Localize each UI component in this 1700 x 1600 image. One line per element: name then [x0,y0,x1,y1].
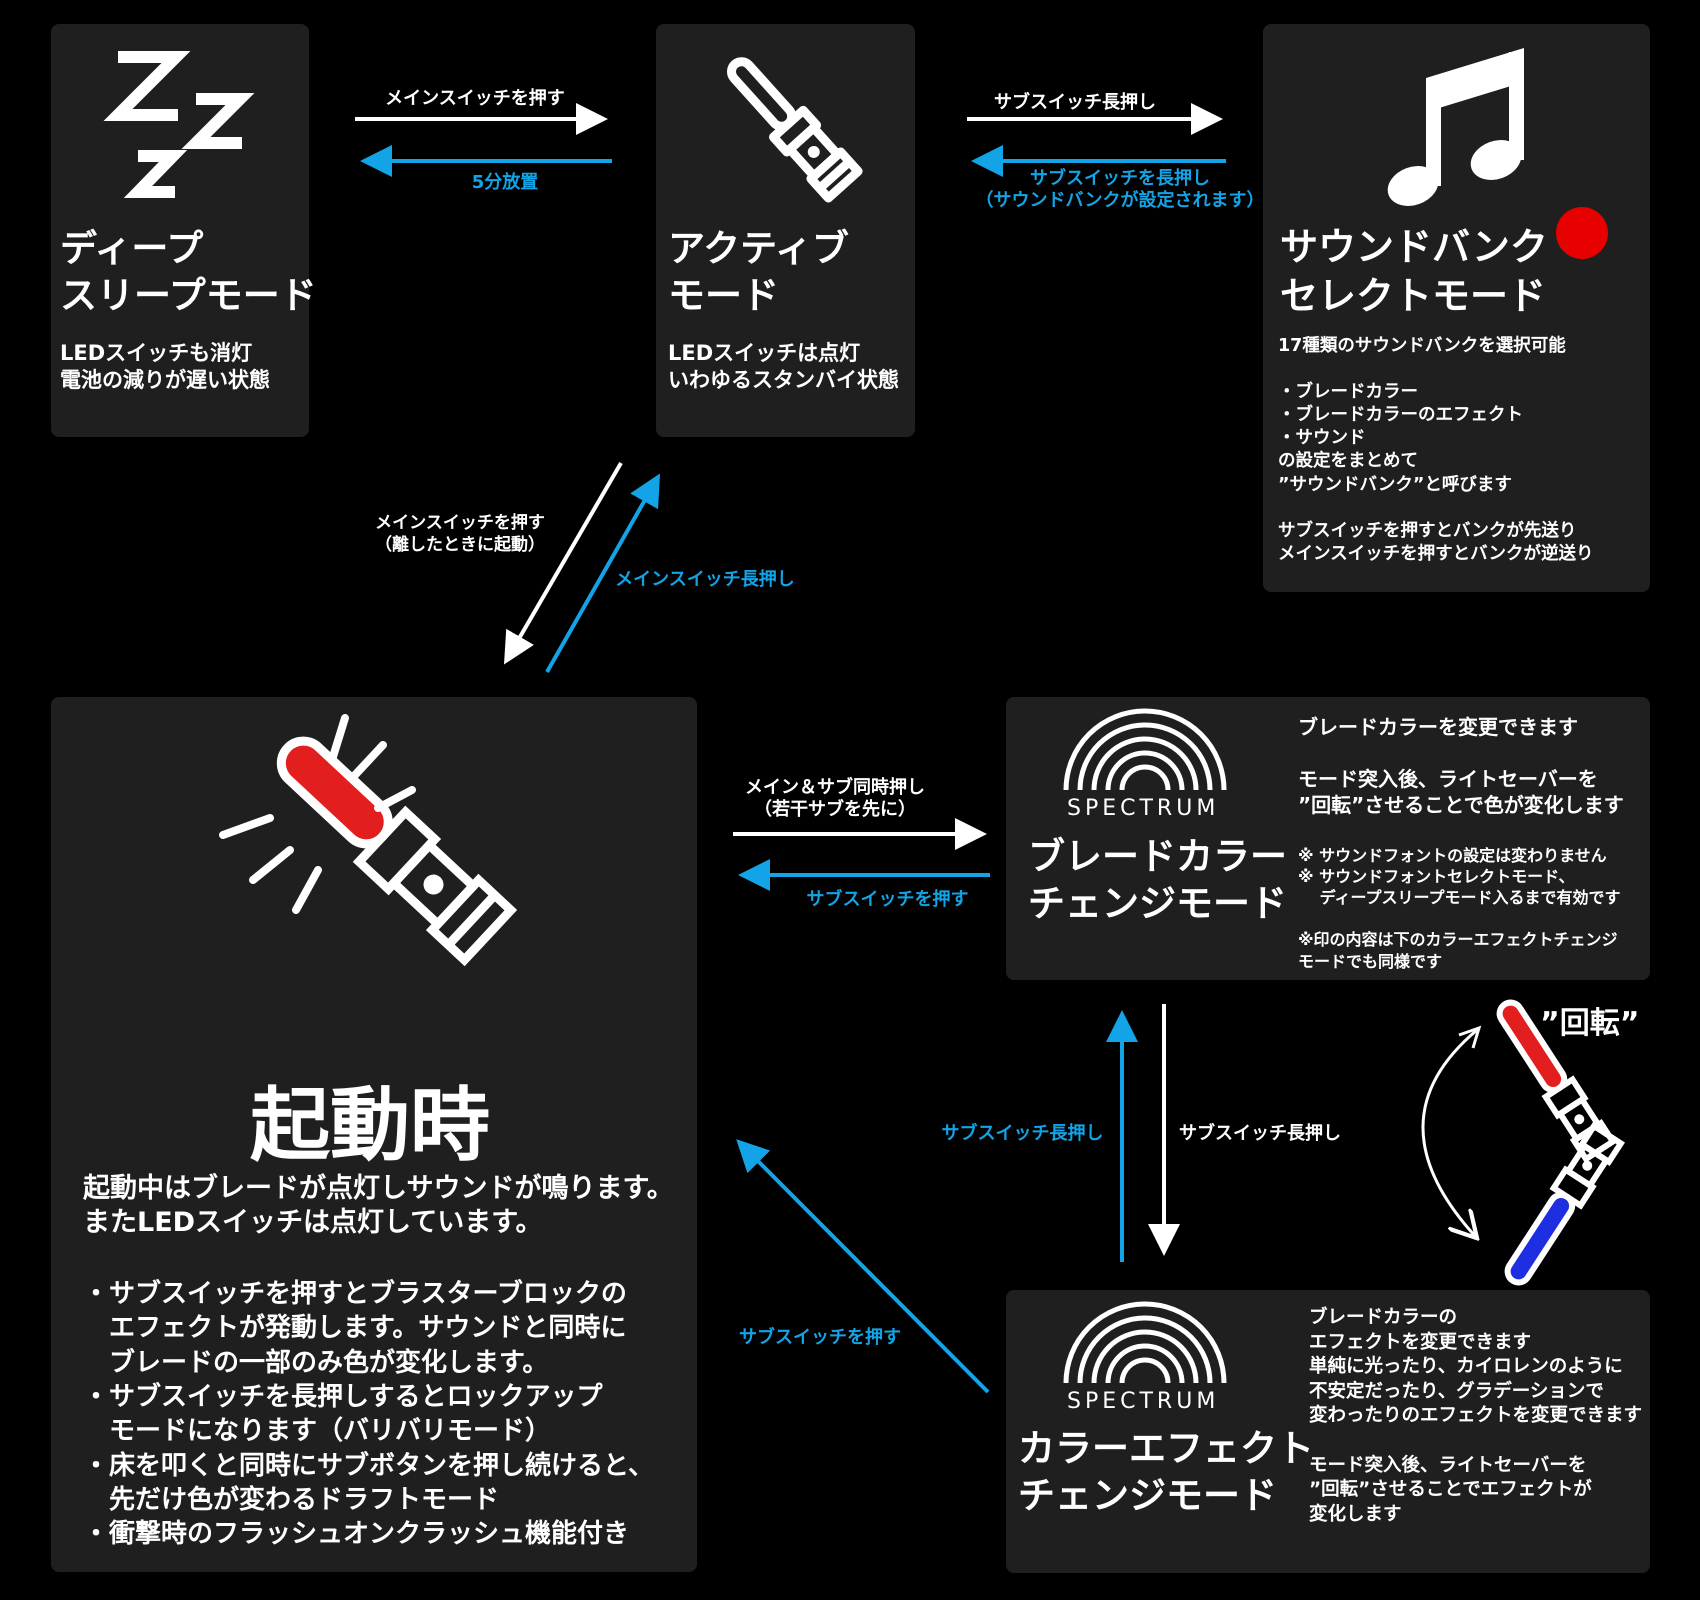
color-effect-panel [1006,1290,1650,1573]
music-note-icon [1387,48,1524,206]
blade-color-title: ブレードカラー チェンジモード [1028,835,1287,926]
deep-sleep-title: ディープ スリープモード [60,227,317,318]
rotate-label: ”回転” [1540,1006,1640,1041]
soundbank-title: サウンドバンク セレクトモード [1280,225,1548,318]
deep-sleep-panel [51,24,309,437]
color-effect-desc: ブレードカラーの エフェクトを変更できます 単純に光ったり、カイロレンのように … [1309,1307,1643,1525]
label-blade-to-ignite: サブスイッチを押す [806,889,969,910]
label-ignite-to-active: メインスイッチ長押し [615,569,795,590]
active-title: アクティブ モード [668,227,849,318]
deep-sleep-desc: LEDスイッチも消灯 電池の減りが遅い状態 [60,341,270,393]
ignition-intro: 起動中はブレードが点灯しサウンドが鳴ります。 またLEDスイッチは点灯しています… [83,1173,674,1239]
sleep-zzz-icon [103,51,255,198]
active-panel [656,24,915,437]
label-active-to-sleep: 5分放置 [471,172,539,193]
label-sleep-to-active: メインスイッチを押す [385,88,565,109]
spectrum-icon-effect [1063,1301,1227,1384]
spectrum-logo-text: SPECTRUM [1067,796,1220,821]
label-active-to-ignite: メインスイッチを押す （離したときに起動） [375,513,545,556]
soundbank-panel [1263,24,1650,592]
rotate-saber-icon [1421,999,1625,1286]
active-desc: LEDスイッチは点灯 いわゆるスタンバイ状態 [668,341,899,393]
saber-hilt-icon [727,57,863,203]
ignition-title: 起動時 [250,1079,490,1172]
arrow-active-to-ignite [503,461,623,665]
arrow-effect-to-ignite [736,1139,990,1394]
blade-color-notes: ※ サウンドフォントの設定は変わりません ※ サウンドフォントセレクトモード、 … [1298,846,1621,971]
arrow-ignite-to-active [545,473,660,673]
label-effect-to-ignite: サブスイッチを押す [739,1327,901,1348]
ignition-bullets: ・サブスイッチを押すとブラスターブロックの エフェクトが発動します。サウンドと同… [83,1279,654,1550]
blade-color-desc: ブレードカラーを変更できます モード突入後、ライトセーバーを ”回転”させること… [1298,715,1624,817]
color-effect-title: カラーエフェクト チェンジモード [1018,1427,1314,1518]
red-indicator-dot [1556,207,1608,259]
spectrum-logo-text-effect: SPECTRUM [1067,1389,1220,1414]
blade-color-panel [1006,697,1650,980]
label-active-to-sound: サブスイッチ長押し [994,92,1156,113]
spectrum-icon [1063,708,1227,791]
label-blade-to-effect: サブスイッチ長押し [1179,1123,1341,1144]
label-ignite-to-blade: メイン＆サブ同時押し （若干サブを先に） [745,777,925,820]
label-sound-to-active: サブスイッチを長押し （サウンドバンクが設定されます） [975,168,1265,211]
soundbank-desc: 17種類のサウンドバンクを選択可能 ・ブレードカラー ・ブレードカラーのエフェク… [1278,336,1594,564]
lit-saber-icon [219,714,518,967]
label-effect-to-blade: サブスイッチ長押し [941,1123,1104,1144]
